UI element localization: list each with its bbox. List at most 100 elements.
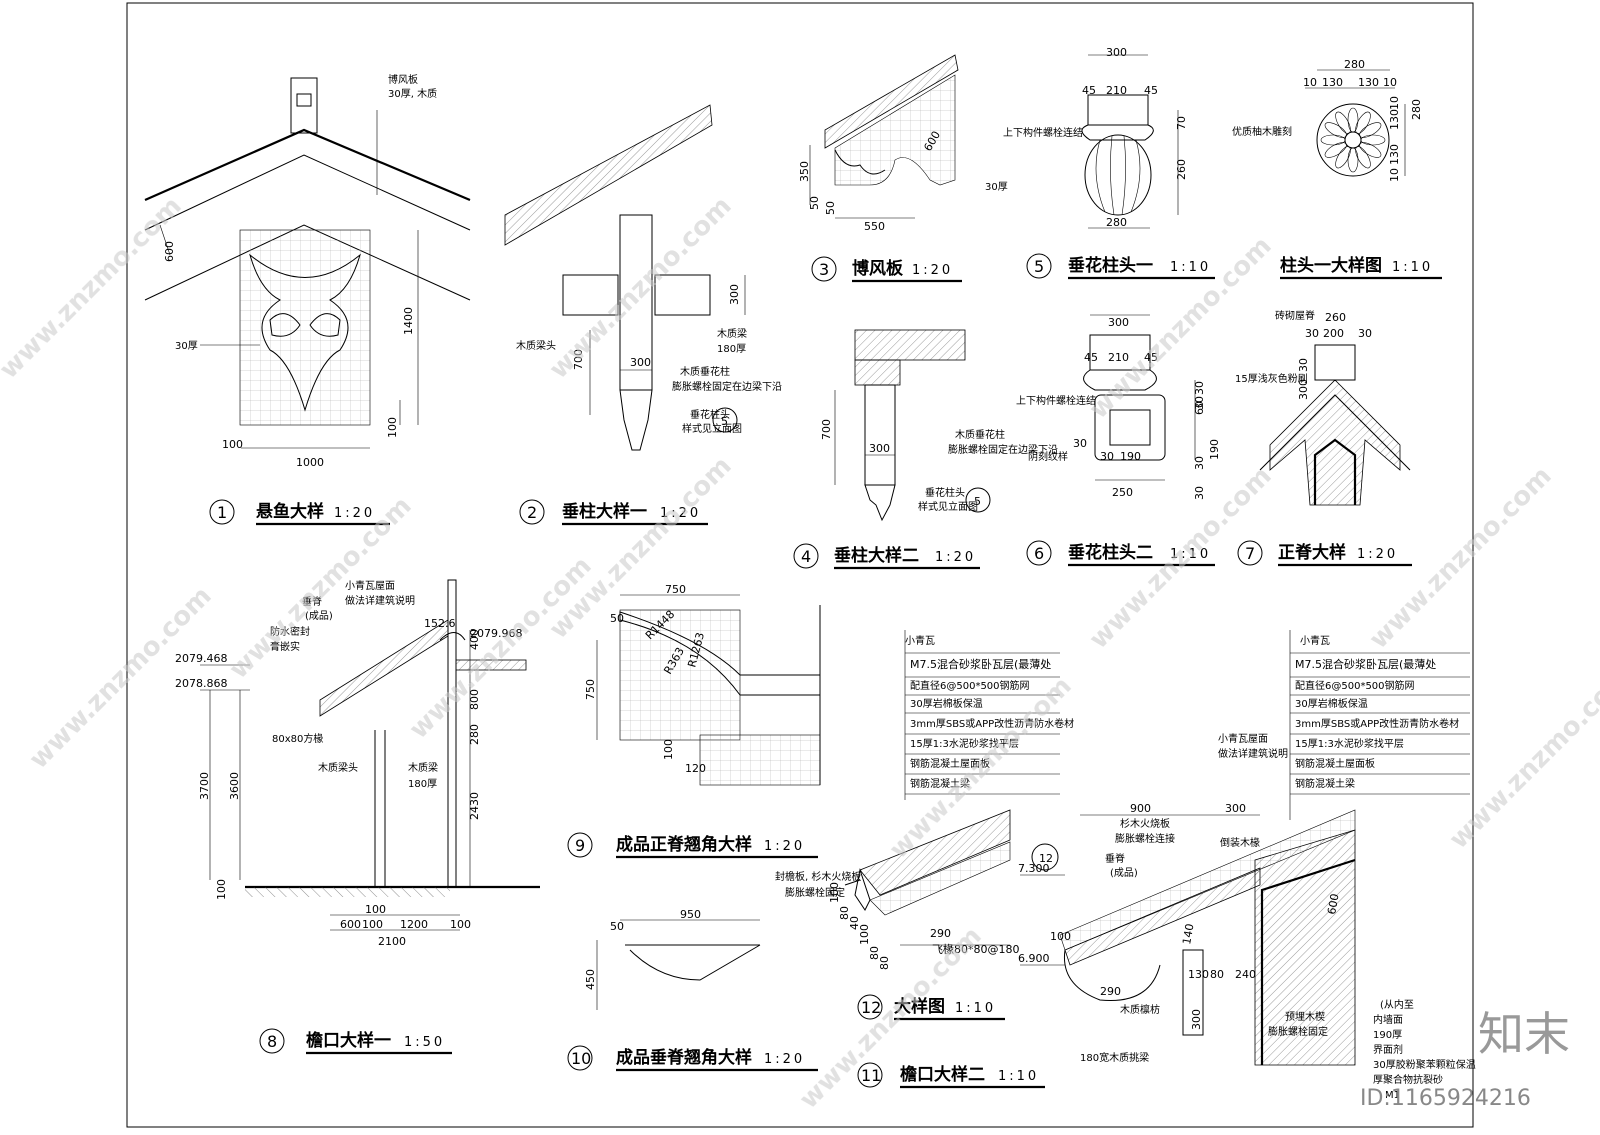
title-text: 垂花柱头二 (1068, 542, 1153, 563)
layer-left: 配直径6@500*500钢筋网 (910, 679, 1030, 692)
layer-right: 3mm厚SBS或APP改性沥青防水卷材 (1295, 717, 1459, 730)
d6-dim: 60 (1193, 401, 1206, 415)
cap-dim: 10 (1383, 76, 1397, 89)
d2-dim: 700 (572, 349, 585, 370)
layer-right: 钢筋混凝土梁 (1295, 777, 1355, 790)
d1-dim: 100 (222, 438, 243, 451)
d4-ref1: 垂花柱头 (925, 486, 965, 499)
title-scale: 1:20 (935, 550, 976, 565)
d11-dim: 80 (1210, 968, 1224, 981)
d6-dim: 30 (1100, 450, 1114, 463)
d8-dim: 2430 (468, 792, 481, 820)
watermark: www.znzmo.com (1444, 661, 1600, 855)
title-6: 6 垂花柱头二 1:10 (1026, 540, 1215, 567)
wall-note: 190厚 (1373, 1029, 1402, 1041)
d11-dim: 290 (1100, 985, 1121, 998)
d8-dim: 1200 (400, 918, 428, 931)
d6-dim: 190 (1120, 450, 1141, 463)
drawing-10-hip-corner: 950 50 450 (584, 908, 761, 1010)
d7-dim: 200 (1323, 327, 1344, 340)
title-scale: 1:20 (912, 263, 953, 278)
drawing-1-hanging-fish: 博风板 30厚, 木质 30厚 600 1400 100 100 1000 (144, 73, 471, 469)
title-num: 10 (571, 1049, 591, 1068)
d8-roof2: 做法详建筑说明 (345, 594, 415, 607)
d6-dim: 190 (1208, 439, 1221, 460)
d4-ref2: 样式见立面图 (918, 500, 978, 513)
d8-seal2: 膏嵌实 (270, 640, 300, 653)
d6-note1: 上下构件螺栓连结 (1016, 394, 1096, 407)
title-2: 2 垂柱大样一 1:20 (519, 499, 708, 526)
cap-dim: 130 (1388, 144, 1401, 165)
brand-logo: 知末 (1478, 1007, 1570, 1061)
wall-note: M1 (1385, 1090, 1400, 1101)
d8-ridge2: (成品) (305, 610, 333, 622)
d2-col-note2: 膨胀螺栓固定在边梁下沿 (672, 380, 782, 393)
title-4: 4 垂柱大样二 1:20 (793, 543, 980, 570)
d8-rafter: 80x80方椽 (272, 732, 323, 745)
d11-dim: 300 (1190, 1009, 1203, 1030)
wall-note: (从内至 (1380, 998, 1414, 1011)
d8-dim: 3700 (198, 772, 211, 800)
layer-right: 30厚岩棉板保温 (1295, 697, 1368, 710)
title-num: 8 (267, 1032, 277, 1051)
d8-seal1: 防水密封 (270, 625, 310, 638)
title-text: 柱头一大样图 (1280, 255, 1382, 276)
drawing-4-hanging-column: 木质垂花柱 膨胀螺栓固定在边梁下沿 垂花柱头 样式见立面图 5 700 300 (820, 329, 1058, 522)
title-8: 8 檐口大样一 1:50 (259, 1028, 452, 1055)
wall-note: 界面剂 (1373, 1043, 1403, 1056)
title-text: 成品垂脊翘角大样 (616, 1047, 752, 1068)
title-text: 大样图 (894, 996, 945, 1017)
d11-dim: 140 (1180, 923, 1196, 946)
cap-dim: 130 (1358, 76, 1379, 89)
d11-dim: 130 (1188, 968, 1209, 981)
d11-roof1: 小青瓦屋面 (1218, 732, 1268, 745)
drawing-6-flower-column-head: 上下构件螺栓连结 阴刻纹样 300 45 210 45 30 60 190 30… (1016, 314, 1221, 500)
d1-note-board: 博风板 (388, 73, 418, 86)
d8-dim: 100 (215, 879, 228, 900)
d11-level: 7.300 (1018, 862, 1050, 875)
title-scale: 1:10 (998, 1069, 1039, 1084)
d6-note2: 阴刻纹样 (1028, 450, 1068, 463)
title-text: 悬鱼大样 (256, 501, 324, 522)
d11-callout: 12 (1039, 852, 1053, 865)
d8-dim: 280 (468, 724, 481, 745)
d8-dim: 3600 (228, 772, 241, 800)
d6-dim: 30 (1193, 486, 1206, 500)
d12-note2: 膨胀螺栓固定 (785, 886, 845, 899)
d9-dim: 50 (610, 612, 624, 625)
d12-dim: 290 (930, 927, 951, 940)
d9-dim: 750 (665, 583, 686, 596)
d7-dim: 30 (1358, 327, 1372, 340)
watermark: www.znzmo.com (404, 551, 598, 745)
d2-col-note1: 木质垂花柱 (680, 365, 730, 378)
d11-level: 6.900 (1018, 952, 1050, 965)
title-scale: 1:20 (764, 1052, 805, 1067)
d8-dim: 800 (468, 689, 481, 710)
title-text: 檐口大样一 (306, 1030, 391, 1051)
d8-beam-thk: 180厚 (408, 778, 437, 790)
d8-dim: 600 (340, 918, 361, 931)
petal (1335, 146, 1351, 169)
title-num: 9 (575, 836, 585, 855)
d1-dim: 600 (163, 241, 176, 262)
d6-dim: 30 (1193, 381, 1206, 395)
d8-dim: 100 (365, 903, 386, 916)
title-scale: 1:20 (334, 506, 375, 521)
layer-table-left: 小青瓦 M7.5混合砂浆卧瓦层(最薄处 配直径6@500*500钢筋网 30厚岩… (905, 634, 1074, 795)
d9-dim: 750 (584, 679, 597, 700)
petal (1359, 122, 1382, 138)
d11-board1: 杉木火烧板 (1120, 817, 1170, 830)
d8-dim: 152.6 (424, 617, 456, 630)
title-scale: 1:50 (404, 1035, 445, 1050)
cap-petals (1320, 107, 1386, 173)
d11-dim: 100 (1050, 930, 1071, 943)
petal (1355, 146, 1371, 169)
layer-left: 15厚1:3水泥砂浆找平层 (910, 737, 1019, 750)
drawing-9-ridge-corner: 750 50 R1448 R363 R1263 750 100 120 (584, 583, 821, 786)
title-text: 成品正脊翘角大样 (616, 834, 752, 855)
title-scale: 1:20 (1357, 547, 1398, 562)
title-scale: 1:10 (1392, 260, 1433, 275)
drawing-11-eave-2: 小青瓦屋面 做法详建筑说明 杉木火烧板 膨胀螺栓连接 倒装木椽 垂脊 (成品) … (1018, 732, 1476, 1105)
